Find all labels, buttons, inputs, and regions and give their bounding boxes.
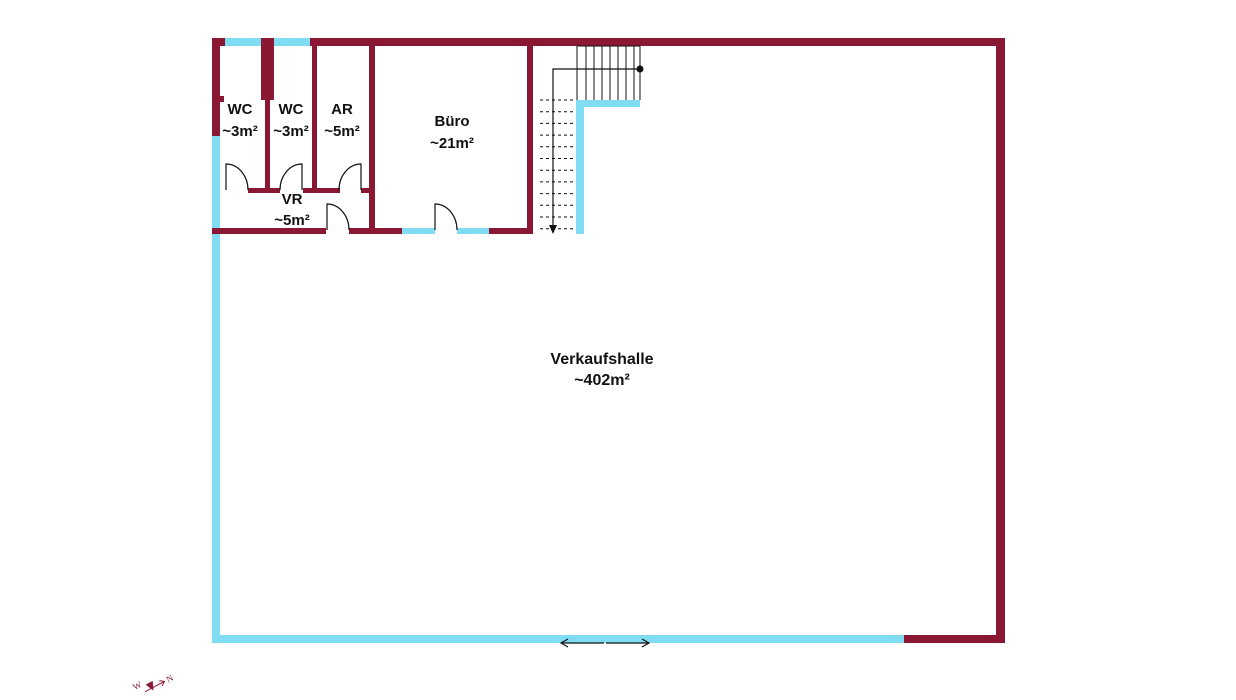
room-labels: WC ~3m² WC ~3m² AR ~5m² Büro ~21m² VR ~5… <box>222 101 653 389</box>
door-wc1 <box>225 163 249 191</box>
compass-icon: W N <box>131 672 175 693</box>
interior-walls <box>212 46 533 234</box>
window-top-wc1 <box>225 38 261 46</box>
wall-wc-row-c <box>361 188 369 193</box>
room-wc1-name: WC <box>228 101 253 118</box>
room-vr-area: ~5m² <box>274 212 309 229</box>
room-wc2-name: WC <box>279 101 304 118</box>
room-buero-name: Büro <box>435 113 470 130</box>
wall-top-main <box>310 38 1005 46</box>
stair-start-dot <box>636 65 644 73</box>
door-wc2 <box>279 163 303 191</box>
wall-left-upper <box>212 38 220 136</box>
window-top-wc2 <box>274 38 310 46</box>
door-vr-hall <box>326 203 350 231</box>
stair-walkline <box>552 68 640 227</box>
door-swing-icon <box>338 163 362 191</box>
wall-stub-wc <box>261 46 274 100</box>
wall-right <box>996 38 1005 643</box>
wall-buero-hall-c <box>489 228 533 234</box>
wall-wc1-wc2 <box>265 100 270 193</box>
door-ar <box>338 163 362 191</box>
wall-bottom-right <box>904 635 1005 643</box>
door-swing-icon <box>279 163 303 191</box>
wall-vr-hall <box>212 228 326 234</box>
room-vr-name: VR <box>282 191 303 208</box>
wall-wc2-ar <box>312 46 317 193</box>
lower-flight-treads <box>540 99 576 230</box>
wall-buero-right <box>527 46 533 234</box>
outer-walls <box>212 38 1005 643</box>
room-ar-area: ~5m² <box>324 123 359 140</box>
stair-arrow-head <box>549 225 557 234</box>
room-ar-name: AR <box>331 101 353 118</box>
doors <box>225 163 458 231</box>
room-halle-name: Verkaufshalle <box>550 351 653 368</box>
room-halle-area: ~402m² <box>574 372 630 389</box>
door-buero <box>434 203 458 231</box>
wall-top-mid <box>261 38 274 46</box>
room-buero-area: ~21m² <box>430 135 474 152</box>
stair-window-vertical <box>576 100 584 234</box>
compass-north-label: N <box>164 672 175 684</box>
door-swing-icon <box>326 203 350 231</box>
window-bottom <box>212 635 904 643</box>
wall-wc-row-b <box>303 188 340 193</box>
room-wc1-area: ~3m² <box>222 123 257 140</box>
window-buero-hall-a <box>402 228 435 234</box>
door-swing-icon <box>225 163 249 191</box>
stair-window-horizontal <box>576 100 640 107</box>
wall-wc-row-a <box>248 188 280 193</box>
door-swing-icon <box>434 203 458 231</box>
window-left-vr <box>212 136 220 228</box>
wall-ar-buero <box>369 46 375 234</box>
window-left-hall <box>212 234 220 643</box>
sliding-door-arrow-icon <box>559 638 651 648</box>
upper-flight-treads <box>585 46 635 100</box>
room-wc2-area: ~3m² <box>273 123 308 140</box>
staircase-icon <box>540 45 644 234</box>
compass-west-label: W <box>131 679 144 692</box>
window-buero-hall-b <box>457 228 489 234</box>
wall-stub-left <box>220 96 224 102</box>
wall-vr-hall-b <box>349 228 402 234</box>
